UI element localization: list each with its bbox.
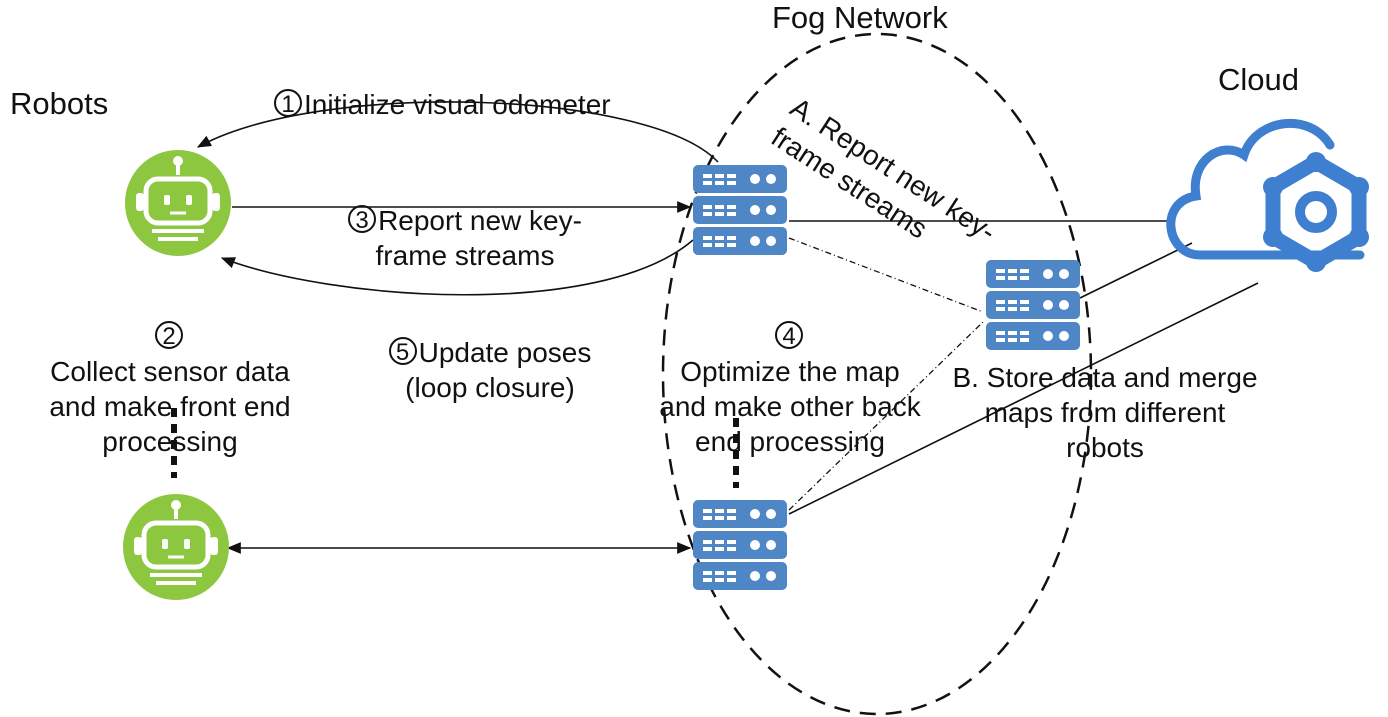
step-b-label: B. Store data and merge maps from differ… bbox=[952, 362, 1258, 463]
step-4-number: 4 bbox=[775, 321, 803, 350]
link-lower-fog-to-storage bbox=[788, 321, 984, 511]
step-1-text: Initialize visual odometer bbox=[304, 89, 611, 120]
step-1-number: 1 bbox=[274, 89, 302, 118]
fog-network-boundary bbox=[661, 32, 1093, 716]
arrow-initialize-odometer bbox=[196, 101, 719, 163]
arrow-update-poses bbox=[220, 239, 694, 296]
server-rack-icon bbox=[693, 165, 787, 255]
step-3-text: Report new key- frame streams bbox=[375, 205, 582, 271]
link-storage-to-cloud bbox=[1079, 242, 1193, 299]
cloud-gear-icon bbox=[1166, 118, 1369, 272]
step-2-label: 2 Collect sensor data and make front end… bbox=[0, 284, 340, 459]
server-rack-icon-2 bbox=[693, 500, 787, 590]
cloud-title: Cloud bbox=[1218, 62, 1299, 97]
link-fog-to-storage bbox=[788, 237, 984, 313]
robot-icon bbox=[125, 150, 231, 256]
step-2-text: Collect sensor data and make front end p… bbox=[49, 356, 291, 457]
link-lower-fog-to-cloud bbox=[788, 282, 1259, 515]
step-4-label: 4 Optimize the map and make other back e… bbox=[630, 284, 950, 459]
step-5-text: Update poses (loop closure) bbox=[405, 337, 592, 403]
step-3-number: 3 bbox=[348, 205, 377, 234]
robots-title: Robots bbox=[10, 86, 109, 121]
fog-network-title: Fog Network bbox=[772, 0, 948, 35]
robot-icon-2 bbox=[123, 494, 229, 600]
step-4-text: Optimize the map and make other back end… bbox=[659, 356, 921, 457]
server-rack-icon-storage bbox=[986, 260, 1080, 350]
step-2-number: 2 bbox=[155, 321, 183, 350]
step-5-number: 5 bbox=[388, 337, 417, 366]
